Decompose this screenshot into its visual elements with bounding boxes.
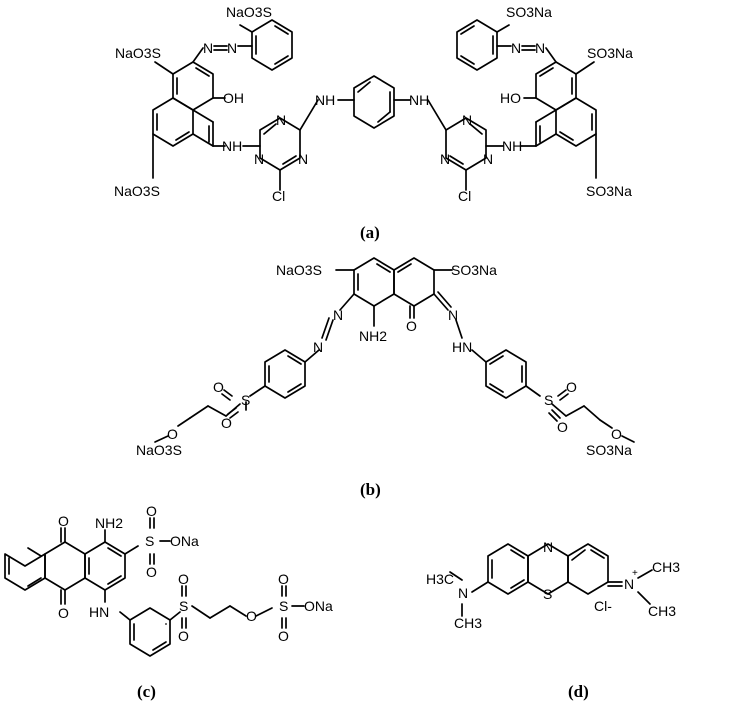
a-left-phenyl-ring [251, 19, 293, 71]
structure-c: O O NH2 HN S ONa O O S O O O S O O ONa (… [4, 503, 333, 701]
a-left-naphthalene-ring1 [172, 61, 214, 111]
d-label-plus-charge: + [632, 568, 638, 579]
a-label-nh-3: NH [409, 92, 429, 108]
c-label-o-top: O [58, 513, 69, 529]
caption-a: (a) [360, 223, 380, 242]
d-label-n-left: N [458, 585, 468, 601]
b-label-o-ether-left: O [167, 426, 178, 442]
structure-b: NaO3S SO3Na NH2 O N N N HN S S O O O O O… [136, 257, 635, 499]
a-label-nh-1: NH [222, 138, 242, 154]
c-label-o-s2-top: O [178, 571, 189, 587]
a-left-naphthalene-ring2 [152, 97, 194, 147]
a-label-n-4: N [462, 112, 472, 128]
c-label-s-sulfonate: S [145, 533, 154, 549]
c-label-o-s1-top: O [146, 503, 157, 519]
a-label-cl-2: Cl [458, 188, 471, 204]
b-label-so3na: SO3Na [451, 262, 497, 278]
d-label-n-ring: N [543, 539, 553, 555]
c-anthraquinone-ring-right [84, 541, 126, 591]
d-left-benzene-ring [487, 543, 529, 595]
a-label-oh: OH [223, 90, 244, 106]
c-label-s-sulfate: S [279, 598, 288, 614]
c-label-o-s2-bottom: O [178, 628, 189, 644]
c-label-s-sulfone: S [179, 598, 188, 614]
c-anthraquinone-ring-middle [44, 541, 86, 591]
a-label-so3na-bottom: SO3Na [586, 183, 632, 199]
c-label-o-s3-bottom: O [278, 628, 289, 644]
a-label-cl-1: Cl [272, 188, 285, 204]
b-right-benzene-ring [485, 349, 527, 399]
c-anthraquinone-ring-left [4, 553, 46, 591]
d-right-ring [567, 543, 609, 595]
a-label-azo-4: N [511, 40, 521, 56]
b-label-o-keto: O [406, 318, 417, 334]
a-label-n-5: N [440, 151, 450, 167]
b-label-o-3: O [566, 379, 577, 395]
c-label-hn: HN [89, 604, 109, 620]
b-label-so3na-tail: SO3Na [586, 442, 632, 458]
d-label-ch3-r1: CH3 [652, 559, 680, 575]
caption-d: (d) [568, 682, 589, 701]
b-label-s-left: S [241, 392, 250, 408]
d-label-n-plus: N [624, 576, 634, 592]
a-label-n-6: N [483, 151, 493, 167]
c-label-ona-2: ONa [304, 598, 333, 614]
b-label-s-right: S [544, 392, 553, 408]
b-label-azo-2: N [313, 339, 323, 355]
b-label-hydrazo-n: N [448, 307, 458, 323]
a-label-n-3: N [298, 151, 308, 167]
a-label-ho: HO [500, 90, 521, 106]
a-central-phenylene-ring [353, 75, 395, 129]
c-label-nh2: NH2 [95, 515, 123, 531]
a-label-azo-1: N [227, 40, 237, 56]
b-naphthalene-ring-right [393, 257, 435, 307]
a-label-naO3s-bottom: NaO3S [114, 183, 160, 199]
a-label-so3na-right: SO3Na [587, 45, 633, 61]
c-label-o-s3-top: O [278, 571, 289, 587]
a-label-n-2: N [254, 151, 264, 167]
d-label-ch3-bottom: CH3 [454, 615, 482, 631]
c-label-o-ether: O [246, 608, 257, 624]
structure-d: N S H3C CH3 N N + CH3 CH3 Cl- (d) [426, 539, 680, 701]
c-label-o-bottom: O [58, 605, 69, 621]
a-label-n-1: N [276, 112, 286, 128]
a-right-naphthalene-ring1 [535, 61, 577, 111]
b-label-nh2: NH2 [359, 328, 387, 344]
c-label-o-s1-bottom: O [146, 564, 157, 580]
d-label-ch3-r2: CH3 [648, 603, 676, 619]
a-label-azo-3: N [535, 40, 545, 56]
a-label-nh-2: NH [315, 92, 335, 108]
c-phenyl-ring [129, 607, 171, 657]
b-left-benzene-ring [264, 349, 306, 399]
structure-a: NaO3S NaO3S NaO3S SO3Na SO3Na SO3Na OH H… [114, 4, 633, 242]
a-label-naO3s-top: NaO3S [226, 4, 272, 20]
a-label-azo-2: N [203, 40, 213, 56]
b-label-o-1: O [213, 379, 224, 395]
caption-b: (b) [360, 480, 381, 499]
d-label-h3c-top: H3C [426, 571, 454, 587]
a-label-nh-4: NH [502, 138, 522, 154]
b-label-hydrazo-hn: HN [452, 339, 472, 355]
caption-c: (c) [137, 682, 156, 701]
b-label-azo-1: N [333, 307, 343, 323]
d-label-cl-minus: Cl- [594, 598, 612, 614]
c-label-ona-1: ONa [170, 533, 199, 549]
b-label-naO3s-tail: NaO3S [136, 442, 182, 458]
a-right-naphthalene-ring2 [555, 97, 597, 147]
b-label-naO3s: NaO3S [276, 262, 322, 278]
a-label-so3na-top: SO3Na [506, 4, 552, 20]
b-label-o-2: O [221, 415, 232, 431]
d-label-s-ring: S [543, 586, 552, 602]
b-label-o-ether-right: O [611, 426, 622, 442]
b-label-o-4: O [557, 419, 568, 435]
b-naphthalene-ring-left [353, 257, 395, 307]
a-label-naO3s-left: NaO3S [115, 45, 161, 61]
a-right-phenyl-ring [456, 19, 498, 71]
